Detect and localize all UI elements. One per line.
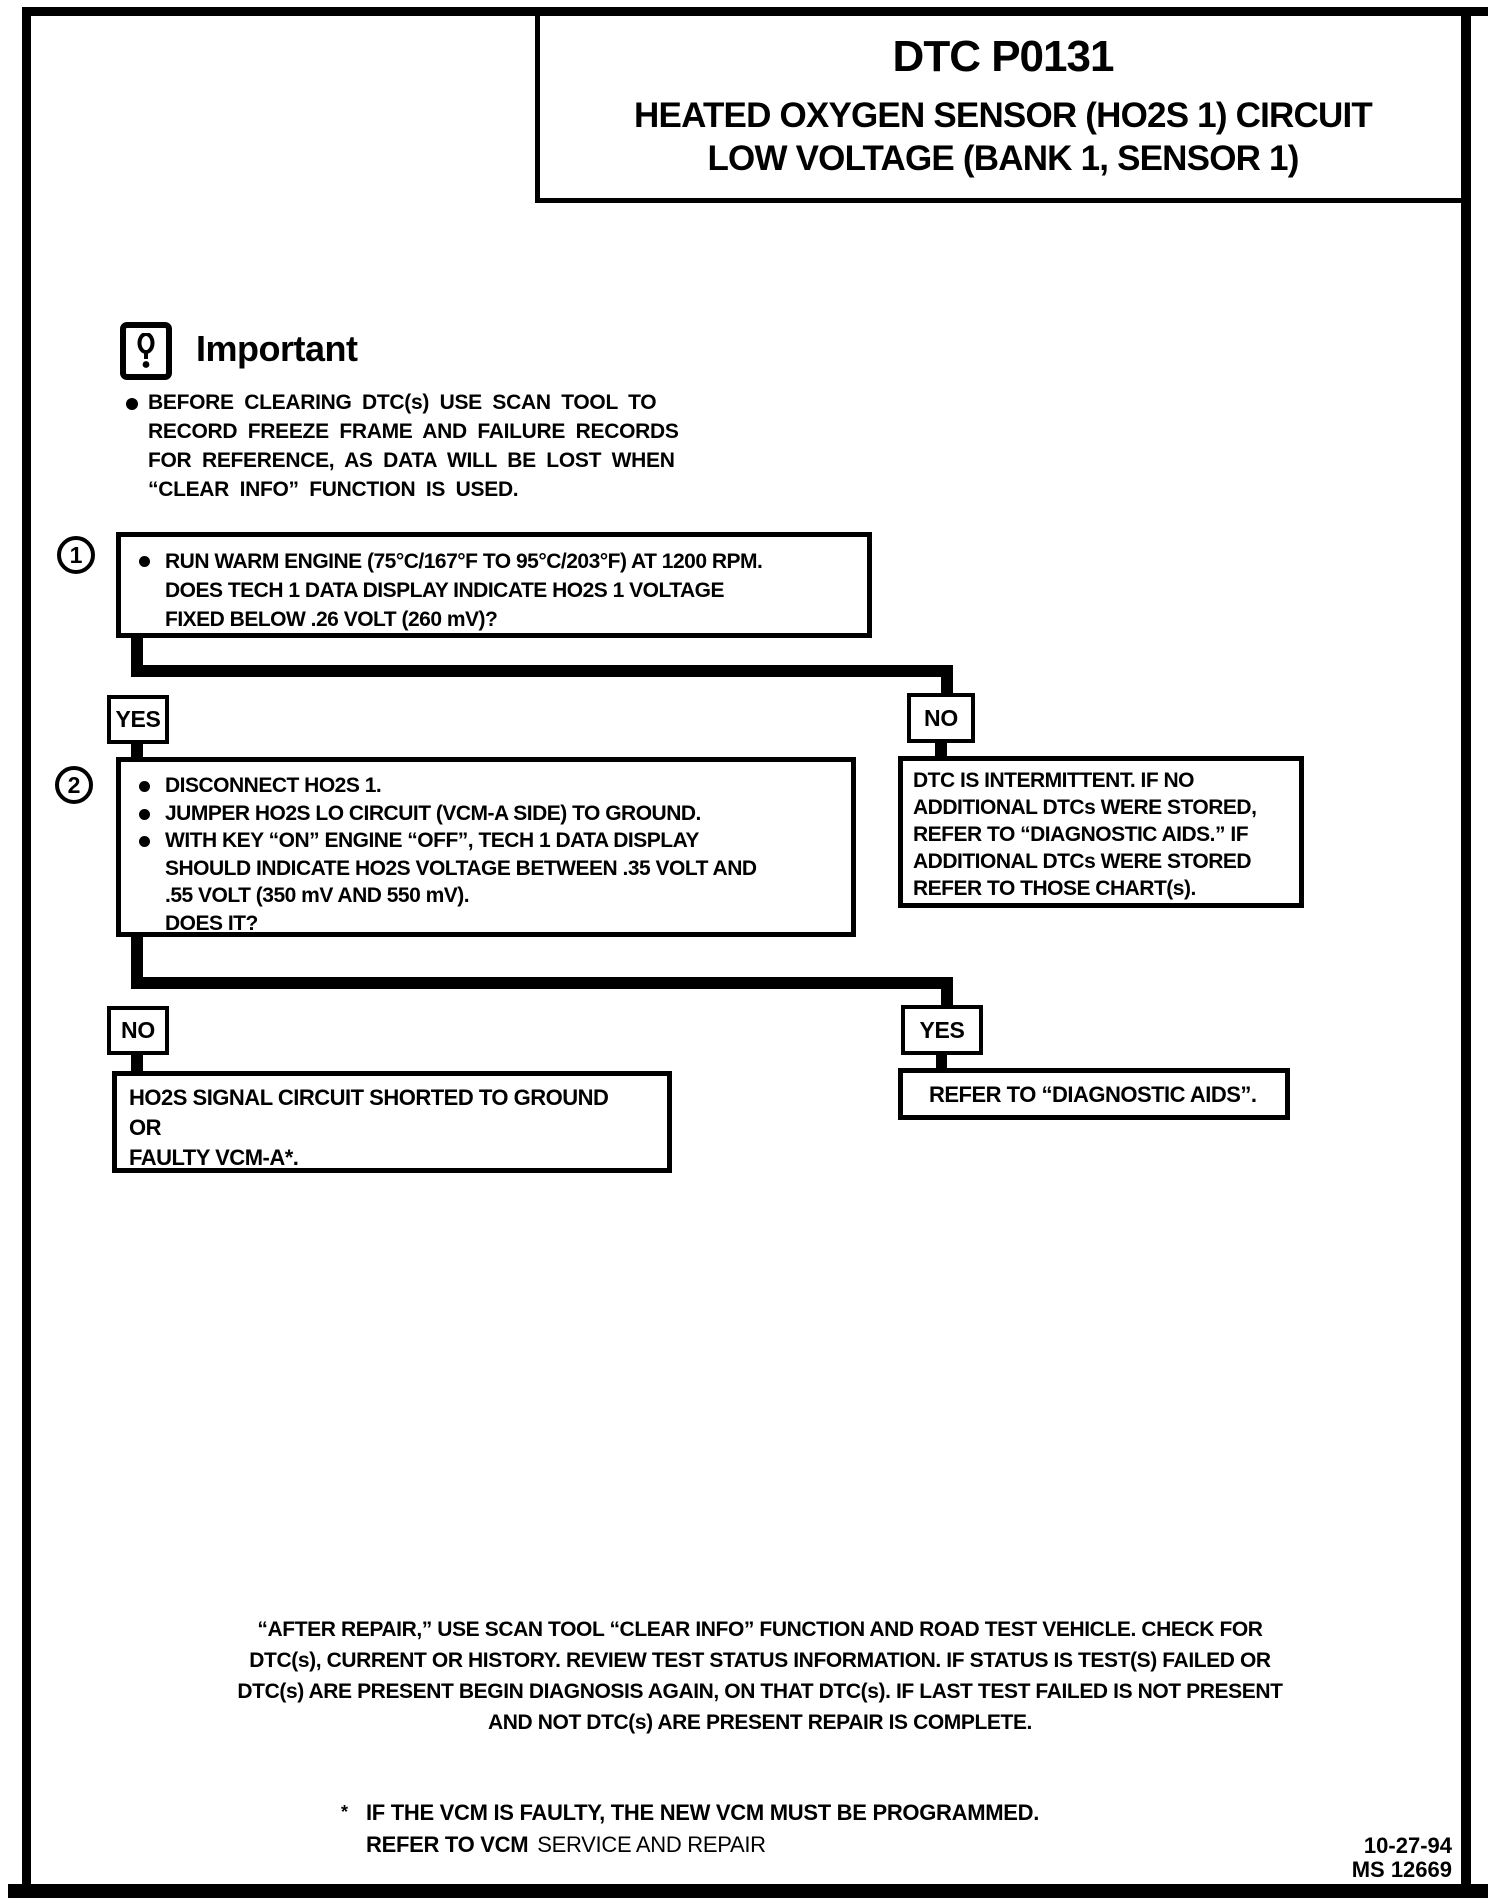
connector-line (131, 665, 953, 677)
connector-line (131, 1055, 143, 1073)
connector-line (131, 744, 143, 760)
footnote-line2-bold: REFER TO VCM (366, 1832, 529, 1857)
step2-line: SHOULD INDICATE HO2S VOLTAGE BETWEEN .35… (165, 856, 757, 880)
footer-id-block: 10-27-94 MS 12669 (1240, 1834, 1452, 1882)
footnote-line2: REFER TO VCM SERVICE AND REPAIR (366, 1832, 766, 1858)
after-repair-line: DTC(s), CURRENT OR HISTORY. REVIEW TEST … (249, 1649, 1271, 1672)
step2-box: DISCONNECT HO2S 1. JUMPER HO2S LO CIRCUI… (116, 757, 856, 937)
bullet-dot (139, 781, 150, 792)
footnote-line1: IF THE VCM IS FAULTY, THE NEW VCM MUST B… (366, 1800, 1040, 1825)
intermittent-line: ADDITIONAL DTCs WERE STORED (913, 850, 1252, 873)
connector-line (131, 937, 143, 989)
step2-line: DOES IT? (165, 911, 258, 935)
important-exclamation-icon (120, 322, 172, 380)
step1-line: DOES TECH 1 DATA DISPLAY INDICATE HO2S 1… (165, 579, 725, 602)
after-repair-line: AND NOT DTC(s) ARE PRESENT REPAIR IS COM… (488, 1711, 1032, 1734)
connector-line (131, 977, 953, 989)
result-left-box: HO2S SIGNAL CIRCUIT SHORTED TO GROUND OR… (112, 1071, 672, 1173)
footnote-line2-regular: SERVICE AND REPAIR (537, 1832, 766, 1857)
after-repair-note: “AFTER REPAIR,” USE SCAN TOOL “CLEAR INF… (130, 1614, 1390, 1738)
page-title: DTC P0131 (892, 32, 1115, 81)
page-subtitle-line2: LOW VOLTAGE (BANK 1, SENSOR 1) (707, 139, 1299, 178)
step2-bullet: DISCONNECT HO2S 1. (139, 772, 841, 800)
important-note-line: BEFORE CLEARING DTC(s) USE SCAN TOOL TO (148, 391, 657, 414)
result-left-line: FAULTY VCM-A*. (129, 1145, 299, 1170)
connector-line (936, 1055, 947, 1070)
intermittent-line: DTC IS INTERMITTENT. IF NO (913, 769, 1195, 792)
connector-line (935, 743, 947, 759)
result-left-line: HO2S SIGNAL CIRCUIT SHORTED TO GROUND (129, 1085, 609, 1110)
step2-bullet: JUMPER HO2S LO CIRCUIT (VCM-A SIDE) TO G… (139, 800, 841, 828)
result-right-text: REFER TO “DIAGNOSTIC AIDS”. (929, 1081, 1257, 1107)
important-note-line: RECORD FREEZE FRAME AND FAILURE RECORDS (148, 420, 679, 443)
footnote-marker: * (341, 1802, 348, 1822)
page-border-right (1461, 7, 1471, 1891)
after-repair-line: “AFTER REPAIR,” USE SCAN TOOL “CLEAR INF… (257, 1618, 1263, 1641)
footer-doc-number: MS 12669 (1351, 1857, 1452, 1882)
intermittent-line: ADDITIONAL DTCs WERE STORED, (913, 796, 1257, 819)
step-number-2: 2 (55, 766, 93, 804)
after-repair-line: DTC(s) ARE PRESENT BEGIN DIAGNOSIS AGAIN… (237, 1680, 1283, 1703)
bullet-dot (139, 808, 150, 820)
branch1-no-label: NO (907, 693, 975, 743)
footer-date: 10-27-94 (1363, 1833, 1452, 1858)
intermittent-line: REFER TO THOSE CHART(s). (913, 877, 1196, 900)
bullet-dot (139, 836, 150, 847)
page-border-left (22, 7, 31, 1895)
page-subtitle-line1: HEATED OXYGEN SENSOR (HO2S 1) CIRCUIT (634, 96, 1373, 135)
step-number-1: 1 (57, 536, 95, 574)
bullet-dot (139, 556, 150, 567)
title-box: DTC P0131 HEATED OXYGEN SENSOR (HO2S 1) … (535, 7, 1471, 203)
important-heading: Important (196, 328, 358, 369)
branch2-yes-label: YES (901, 1005, 983, 1055)
branch1-yes-label: YES (107, 695, 169, 744)
connector-line (941, 665, 953, 697)
page-border-bottom (8, 1884, 1488, 1898)
bullet-dot (126, 398, 138, 410)
result-right-box: REFER TO “DIAGNOSTIC AIDS”. (898, 1068, 1290, 1120)
connector-line (941, 977, 953, 1008)
exclamation-glyph (137, 333, 155, 368)
step2-line: .55 VOLT (350 mV AND 550 mV). (165, 884, 470, 907)
important-note-line: “CLEAR INFO” FUNCTION IS USED. (148, 478, 519, 501)
important-note: BEFORE CLEARING DTC(s) USE SCAN TOOL TO … (148, 388, 679, 504)
intermittent-result-box: DTC IS INTERMITTENT. IF NO ADDITIONAL DT… (898, 756, 1304, 908)
step1-line: FIXED BELOW .26 VOLT (260 mV)? (165, 608, 498, 631)
branch2-no-label: NO (107, 1006, 169, 1055)
step1-line: RUN WARM ENGINE (75°C/167°F TO 95°C/203°… (139, 547, 857, 576)
intermittent-line: REFER TO “DIAGNOSTIC AIDS.” IF (913, 823, 1249, 846)
step1-box: RUN WARM ENGINE (75°C/167°F TO 95°C/203°… (116, 532, 872, 638)
result-left-line: OR (129, 1115, 162, 1140)
important-note-line: FOR REFERENCE, AS DATA WILL BE LOST WHEN (148, 449, 675, 472)
step2-bullet: WITH KEY “ON” ENGINE “OFF”, TECH 1 DATA … (139, 827, 841, 855)
